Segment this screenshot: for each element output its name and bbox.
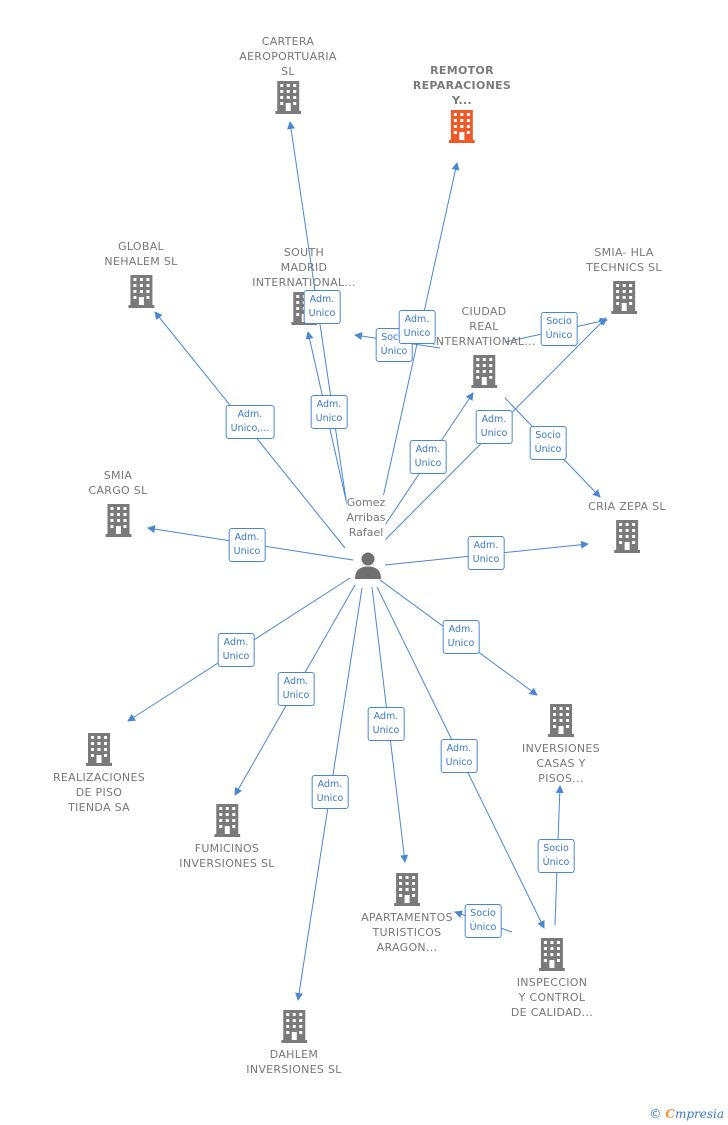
building-icon bbox=[470, 355, 497, 388]
building-icon bbox=[85, 733, 112, 766]
edge-label-apartamentos[interactable]: Adm.Unico bbox=[367, 707, 405, 741]
edge-label-cartera[interactable]: Adm.Unico bbox=[303, 290, 341, 324]
building-icon bbox=[394, 873, 420, 906]
building-icon bbox=[610, 281, 637, 314]
building-icon bbox=[128, 275, 154, 308]
building-icon bbox=[213, 804, 240, 837]
building-icon bbox=[614, 520, 640, 553]
person-icon[interactable] bbox=[353, 550, 383, 580]
edge-label-south[interactable]: Adm.Unico bbox=[310, 395, 348, 429]
building-icon bbox=[104, 504, 131, 537]
company-node-criazepa[interactable]: CRIA ZEPA SL bbox=[588, 499, 666, 553]
edge-label-ciudad[interactable]: Adm.Unico bbox=[409, 440, 447, 474]
edge-label-dahlem[interactable]: Adm.Unico bbox=[311, 775, 349, 809]
edge-label-criazepa[interactable]: Adm.Unico bbox=[467, 536, 505, 570]
edge-label-remotor[interactable]: Adm.Unico bbox=[398, 310, 436, 344]
brand-logo: ©Cmpresia bbox=[649, 1107, 724, 1121]
edge-label-smiahla[interactable]: Adm.Unico bbox=[475, 410, 513, 444]
building-icon bbox=[538, 938, 565, 971]
building-icon bbox=[548, 704, 574, 737]
edge-label-realizaciones[interactable]: Adm.Unico bbox=[217, 633, 255, 667]
edge-label-smiacargo[interactable]: Adm.Unico bbox=[228, 528, 266, 562]
edge-cartera bbox=[287, 121, 353, 541]
edge-label-inspeccion[interactable]: Adm.Unico bbox=[440, 739, 478, 773]
building-icon bbox=[448, 110, 475, 143]
edge-label-fumicinos[interactable]: Adm.Unico bbox=[277, 672, 315, 706]
building-icon bbox=[275, 81, 301, 114]
edge-label-global[interactable]: Adm.Unico,... bbox=[225, 405, 275, 439]
edge-label-inversiones[interactable]: Adm.Unico bbox=[442, 620, 480, 654]
building-icon bbox=[280, 1010, 307, 1043]
company-name: CRIA ZEPA SL bbox=[588, 500, 666, 513]
